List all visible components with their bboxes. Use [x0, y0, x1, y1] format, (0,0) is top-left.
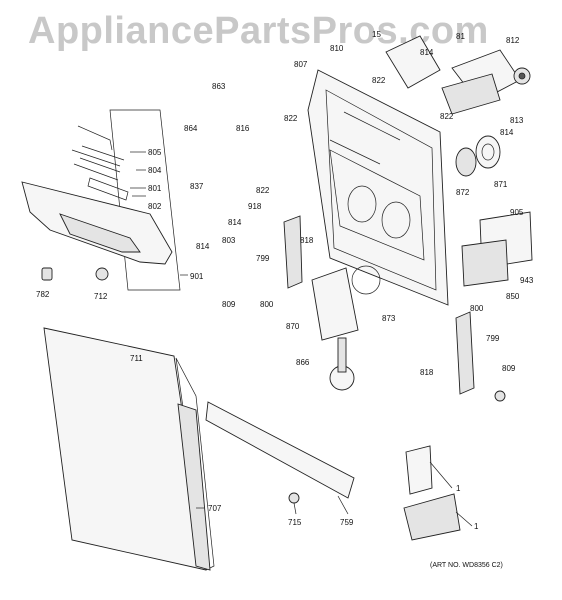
part-label-805: 805 — [148, 148, 162, 157]
screw-715 — [288, 492, 300, 515]
gear-pair — [455, 135, 501, 177]
part-label-807: 807 — [294, 60, 308, 69]
part-label-715: 715 — [288, 518, 302, 527]
part-label-837: 837 — [190, 182, 204, 191]
part-label-707: 707 — [208, 504, 222, 513]
part-label-81: 81 — [456, 32, 465, 41]
bottom-trim-759 — [205, 401, 355, 499]
part-label-864: 864 — [184, 124, 198, 133]
part-label-1-b: 1 — [474, 522, 479, 531]
part-label-812: 812 — [506, 36, 520, 45]
part-label-871: 871 — [494, 180, 508, 189]
part-label-1-a: 1 — [456, 484, 461, 493]
hinge-bracket-left — [283, 215, 303, 289]
part-label-814-a: 814 — [228, 218, 242, 227]
part-label-759: 759 — [340, 518, 354, 527]
latch-motor-866 — [329, 337, 355, 391]
part-label-943: 943 — [520, 276, 534, 285]
control-panel-trim — [21, 109, 181, 291]
part-label-873: 873 — [382, 314, 396, 323]
part-label-822-c: 822 — [372, 76, 386, 85]
part-label-800-b: 800 — [470, 304, 484, 313]
part-label-799-a: 799 — [256, 254, 270, 263]
part-label-818-b: 818 — [420, 368, 434, 377]
part-label-711: 711 — [130, 354, 143, 363]
part-label-810: 810 — [330, 44, 344, 53]
part-label-802: 802 — [148, 202, 162, 211]
part-label-799-b: 799 — [486, 334, 500, 343]
screw-809 — [494, 390, 506, 402]
control-board — [461, 211, 533, 287]
part-label-850: 850 — [506, 292, 520, 301]
hinge-bracket-right — [455, 311, 475, 395]
part-label-818-a: 818 — [300, 236, 314, 245]
part-label-15: 15 — [372, 30, 381, 39]
part-label-814-d: 814 — [500, 128, 514, 137]
knob-782 — [41, 267, 53, 281]
part-label-813: 813 — [510, 116, 524, 125]
part-label-905: 905 — [510, 208, 524, 217]
part-label-822-d: 822 — [440, 112, 454, 121]
vent-assembly — [311, 265, 381, 341]
literature-labels — [403, 445, 461, 541]
part-label-809-a: 809 — [222, 300, 236, 309]
knob-712 — [95, 267, 109, 281]
part-label-814-b: 814 — [196, 242, 210, 251]
part-label-918: 918 — [248, 202, 262, 211]
part-label-803: 803 — [222, 236, 236, 245]
part-label-712: 712 — [94, 292, 108, 301]
part-label-822-b: 822 — [256, 186, 270, 195]
art-number: (ART NO. WD8356 C2) — [430, 562, 503, 569]
leader-lines — [130, 151, 473, 527]
part-label-814-c: 814 — [420, 48, 434, 57]
part-label-901: 901 — [190, 272, 204, 281]
part-label-872: 872 — [456, 188, 470, 197]
part-label-801: 801 — [148, 184, 162, 193]
part-label-804: 804 — [148, 166, 162, 175]
part-label-782: 782 — [36, 290, 50, 299]
part-label-863: 863 — [212, 82, 226, 91]
part-label-866: 866 — [296, 358, 310, 367]
part-label-816: 816 — [236, 124, 250, 133]
dispenser-assembly — [385, 35, 531, 115]
door-inner-panel — [307, 69, 449, 306]
part-label-870: 870 — [286, 322, 300, 331]
side-trim-707 — [177, 403, 211, 571]
part-label-809-b: 809 — [502, 364, 516, 373]
part-label-822-a: 822 — [284, 114, 298, 123]
part-label-800-a: 800 — [260, 300, 274, 309]
